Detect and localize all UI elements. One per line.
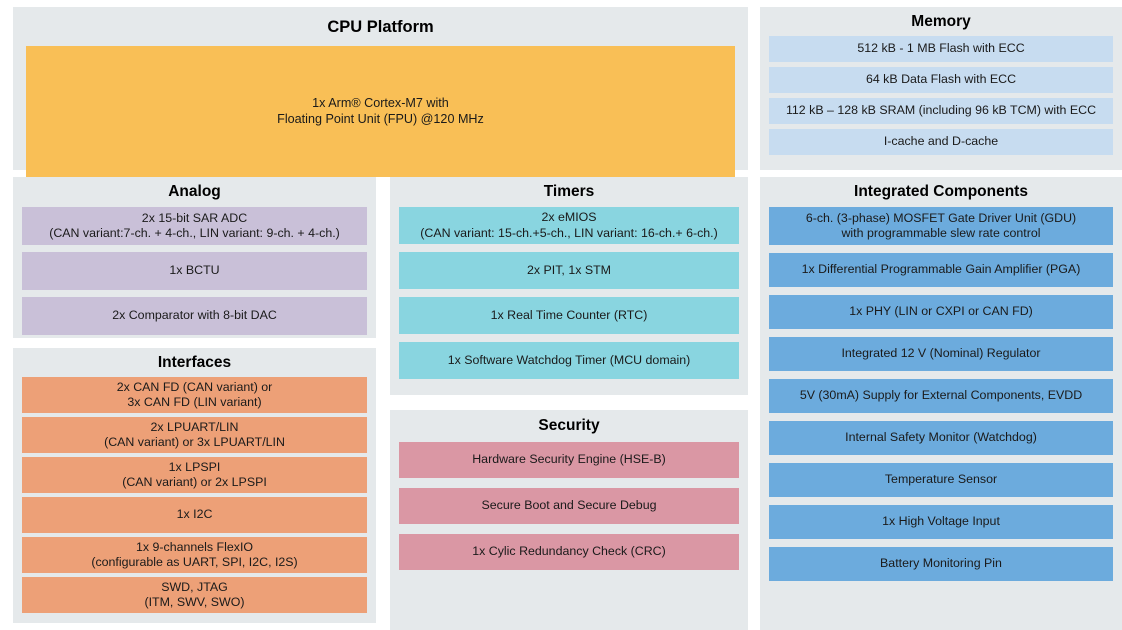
block-interfaces-flexio: 1x 9-channels FlexIO (configurable as UA… [22, 537, 367, 574]
section-timers: Timers 2x eMIOS (CAN variant: 15-ch.+5-c… [390, 177, 748, 395]
block-security-secure-boot: Secure Boot and Secure Debug [399, 488, 739, 525]
section-interfaces: Interfaces 2x CAN FD (CAN variant) or 3x… [13, 348, 376, 623]
block-analog-comparator: 2x Comparator with 8-bit DAC [22, 297, 367, 336]
block-analog-bctu: 1x BCTU [22, 252, 367, 291]
block-interfaces-swd-jtag: SWD, JTAG (ITM, SWV, SWO) [22, 577, 367, 614]
block-integrated-high-voltage-input: 1x High Voltage Input [769, 505, 1113, 540]
block-integrated-gdu: 6-ch. (3-phase) MOSFET Gate Driver Unit … [769, 207, 1113, 246]
section-security: Security Hardware Security Engine (HSE-B… [390, 410, 748, 630]
block-integrated-temperature-sensor: Temperature Sensor [769, 463, 1113, 498]
section-title-timers: Timers [543, 183, 595, 200]
interfaces-block-list: 2x CAN FD (CAN variant) or 3x CAN FD (LI… [22, 377, 367, 614]
block-memory-cache: I-cache and D-cache [769, 129, 1113, 156]
section-title-analog: Analog [168, 183, 221, 200]
block-cpu-core: 1x Arm® Cortex-M7 with Floating Point Un… [26, 46, 735, 178]
block-interfaces-i2c: 1x I2C [22, 497, 367, 534]
integrated-components-block-list: 6-ch. (3-phase) MOSFET Gate Driver Unit … [769, 207, 1113, 582]
block-interfaces-can-fd: 2x CAN FD (CAN variant) or 3x CAN FD (LI… [22, 377, 367, 414]
block-integrated-battery-monitoring: Battery Monitoring Pin [769, 547, 1113, 582]
block-analog-sar-adc: 2x 15-bit SAR ADC (CAN variant:7-ch. + 4… [22, 207, 367, 246]
section-cpu-platform: CPU Platform 1x Arm® Cortex-M7 with Floa… [13, 7, 748, 178]
section-analog: Analog 2x 15-bit SAR ADC (CAN variant:7-… [13, 177, 376, 338]
block-interfaces-lpuart-lin: 2x LPUART/LIN (CAN variant) or 3x LPUART… [22, 417, 367, 454]
memory-block-list: 512 kB - 1 MB Flash with ECC 64 kB Data … [769, 36, 1113, 156]
block-integrated-evdd: 5V (30mA) Supply for External Components… [769, 379, 1113, 414]
analog-block-list: 2x 15-bit SAR ADC (CAN variant:7-ch. + 4… [22, 207, 367, 336]
block-integrated-regulator: Integrated 12 V (Nominal) Regulator [769, 337, 1113, 372]
block-security-crc: 1x Cylic Redundancy Check (CRC) [399, 534, 739, 571]
block-memory-flash: 512 kB - 1 MB Flash with ECC [769, 36, 1113, 63]
block-timers-watchdog: 1x Software Watchdog Timer (MCU domain) [399, 342, 739, 380]
block-integrated-phy: 1x PHY (LIN or CXPI or CAN FD) [769, 295, 1113, 330]
timers-block-list: 2x eMIOS (CAN variant: 15-ch.+5-ch., LIN… [399, 207, 739, 380]
security-block-list: Hardware Security Engine (HSE-B) Secure … [399, 442, 739, 571]
block-timers-emios: 2x eMIOS (CAN variant: 15-ch.+5-ch., LIN… [399, 207, 739, 245]
block-integrated-safety-monitor: Internal Safety Monitor (Watchdog) [769, 421, 1113, 456]
section-memory: Memory 512 kB - 1 MB Flash with ECC 64 k… [760, 7, 1122, 170]
section-title-interfaces: Interfaces [157, 354, 232, 371]
block-integrated-pga: 1x Differential Programmable Gain Amplif… [769, 253, 1113, 288]
section-title-integrated-components: Integrated Components [854, 183, 1028, 200]
section-title-cpu-platform: CPU Platform [327, 18, 434, 36]
block-timers-pit-stm: 2x PIT, 1x STM [399, 252, 739, 290]
block-timers-rtc: 1x Real Time Counter (RTC) [399, 297, 739, 335]
section-integrated-components: Integrated Components 6-ch. (3-phase) MO… [760, 177, 1122, 630]
block-security-hse: Hardware Security Engine (HSE-B) [399, 442, 739, 479]
section-title-security: Security [538, 417, 600, 434]
block-memory-sram: 112 kB – 128 kB SRAM (including 96 kB TC… [769, 98, 1113, 125]
section-title-memory: Memory [911, 13, 971, 30]
block-memory-data-flash: 64 kB Data Flash with ECC [769, 67, 1113, 94]
block-interfaces-lpspi: 1x LPSPI (CAN variant) or 2x LPSPI [22, 457, 367, 494]
